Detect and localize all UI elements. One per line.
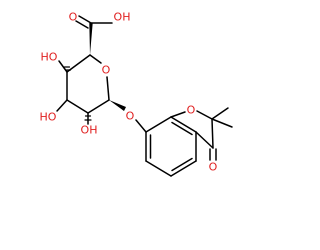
label-oh-c3: HO <box>40 111 57 124</box>
bond-c2-to-methyl-b <box>211 118 233 128</box>
bond-furan-o-to-c2 <box>196 110 213 120</box>
bond-ar-c3a-c7a-inner <box>171 121 193 136</box>
bond-c2-to-methyl-a <box>211 107 229 120</box>
bonds <box>56 15 233 177</box>
label-ring-o: O <box>102 64 111 77</box>
label-carboxyl-oh: OH <box>114 11 131 24</box>
bond-c5-to-cooh-wedge <box>89 23 93 55</box>
bond-c4-to-oh <box>58 60 68 73</box>
bond-cooh-c-to-o-double-a <box>78 15 92 24</box>
bond-c3-to-c3a <box>195 131 214 149</box>
bond-c1-to-c2 <box>87 99 110 114</box>
bond-ar-c6-c5 <box>145 160 172 177</box>
bond-c4-to-c5 <box>66 54 91 73</box>
bond-c3-to-oh <box>56 99 68 112</box>
label-ketone-o: O <box>209 161 218 174</box>
bond-ar-c5-c4-inner <box>171 157 193 172</box>
bond-ar-c7a-c7 <box>145 116 172 133</box>
label-oh-c2: OH <box>81 124 98 137</box>
atom-labels: O OH O HO HO OH O O O <box>40 11 218 174</box>
label-carboxyl-o: O <box>69 11 78 24</box>
label-furan-o: O <box>187 104 196 117</box>
bond-c1-to-glycosidic-o-wedge <box>109 100 126 111</box>
stereo-hash-bonds <box>63 66 92 121</box>
bond-ar-c3a-c7a <box>170 116 197 133</box>
label-oh-c4: HO <box>41 51 58 64</box>
bond-c5-to-ring-o <box>89 54 102 64</box>
label-glycosidic-o: O <box>126 110 135 123</box>
bond-ring-o-to-c1 <box>106 76 110 101</box>
chemical-structure: O OH O HO HO OH O O O <box>40 11 233 177</box>
bond-cooh-c-to-o-double-b <box>75 20 89 29</box>
bond-c7a-to-furan-o <box>170 111 186 118</box>
bond-c2-to-c3 <box>211 118 214 149</box>
bond-ar-c5-c4 <box>170 160 197 177</box>
bond-glycosidic-o-to-aryl <box>135 119 147 133</box>
bond-c2-to-c3 <box>66 99 89 114</box>
